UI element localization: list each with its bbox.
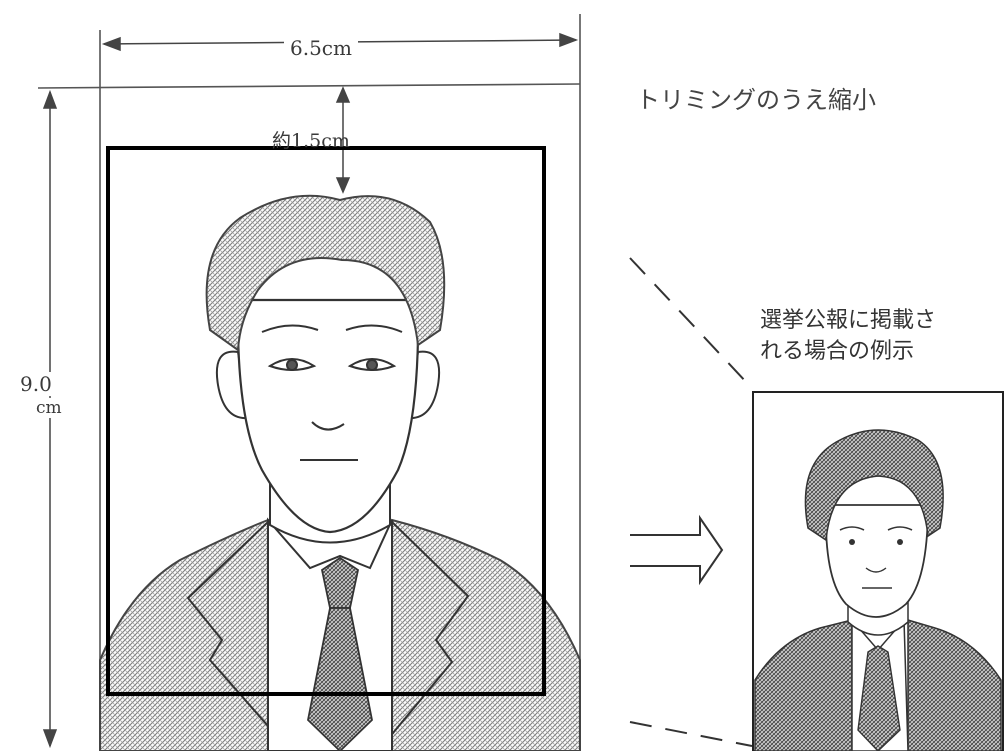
example-caption-line1: 選挙公報に掲載さ [760, 308, 937, 333]
top-margin-arrow [335, 86, 351, 194]
height-dimension-arrow [42, 89, 58, 749]
necktie [307, 556, 373, 753]
portrait-illustration [99, 194, 581, 753]
reduce-arrow [630, 514, 724, 586]
hair [205, 194, 446, 352]
facial-features [261, 324, 403, 461]
height-unit-label: cm [36, 398, 62, 418]
width-label: 6.5cm [284, 36, 358, 60]
example-caption-line2: れる場合の例示 [760, 339, 915, 364]
example-photo [752, 391, 1004, 752]
trim-frame [106, 146, 546, 696]
top-margin-label: 約1.5cm [272, 130, 350, 152]
face [236, 298, 420, 534]
projection-lines [629, 257, 753, 747]
height-value-label: 9.0 [20, 372, 52, 396]
full-photo-outline [37, 14, 581, 751]
trimming-note: トリミングのうえ縮小 [636, 86, 876, 114]
